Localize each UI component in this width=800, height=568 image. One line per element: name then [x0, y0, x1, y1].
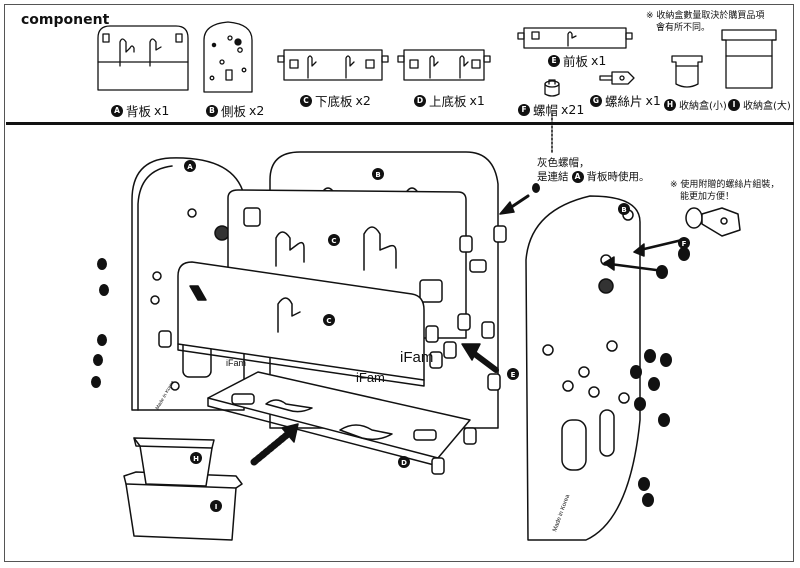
brand-text-front: iFam — [400, 349, 433, 366]
diagram-badges — [184, 160, 690, 512]
caption-lower-base: C 下底板 x2 — [300, 91, 371, 110]
brand-text-back: iFam — [356, 370, 385, 385]
caption-front-panel: E 前板 x1 — [548, 51, 606, 70]
caption-cap: F 螺帽 x21 — [518, 100, 584, 119]
storage-note-line1: ※ 收納盒數量取決於購買品項 — [646, 11, 765, 21]
diagram-label-c-bottom: D — [401, 459, 407, 467]
component-lower-base-illustration — [277, 49, 389, 81]
component-cap-illustration — [544, 79, 560, 97]
gray-cap-line1: 灰色螺帽， — [537, 157, 590, 169]
badge-a: A — [111, 104, 123, 117]
badge-f: F — [518, 103, 530, 116]
badge-c: C — [300, 94, 312, 107]
badge-h: H — [664, 98, 676, 111]
diagram-label-h: H — [193, 455, 199, 463]
white-pegs — [425, 225, 507, 475]
caption-side-panel: B 側板 x2 — [206, 101, 264, 120]
caption-qty: x2 — [249, 103, 265, 118]
screw-note-line2: 能更加方便！ — [680, 192, 735, 202]
caption-qty: x1 — [154, 103, 170, 118]
page-title: component — [21, 12, 110, 28]
component-back-panel-illustration — [97, 25, 189, 91]
front-panel — [177, 261, 425, 387]
diagram-label-f: F — [682, 240, 687, 248]
gray-cap-line3: 背板時使用。 — [586, 171, 650, 183]
gray-cap-note: 灰色螺帽， 是連結 A 背板時使用。 — [537, 156, 650, 184]
key-hardware — [551, 113, 741, 237]
caption-label: 背板 — [126, 104, 152, 119]
caption-label: 側板 — [221, 104, 247, 119]
diagram-label-b-left: A — [187, 163, 193, 171]
component-big-box-illustration — [721, 29, 777, 89]
component-front-panel-illustration — [517, 27, 633, 49]
badge-a-note: A — [571, 171, 584, 183]
caption-label: 收納盒(大) — [743, 101, 791, 112]
component-small-box-illustration — [671, 55, 703, 88]
diagram-label-a: B — [375, 171, 380, 179]
diagram-label-d: E — [511, 371, 516, 379]
screw-note-line1: ※ 使用附贈的螺絲片組裝， — [670, 180, 780, 190]
caption-key: G 螺絲片 x1 — [590, 91, 661, 110]
caption-qty: x1 — [645, 93, 661, 108]
diagram-label-e: C — [326, 317, 331, 325]
caption-upper-base: D 上底板 x1 — [414, 91, 485, 110]
storage-box-small — [133, 437, 215, 487]
caption-back-panel: A 背板 x1 — [111, 101, 169, 120]
brand-text-left: iFam — [226, 358, 246, 368]
diagram-label-c-upright: C — [331, 237, 336, 245]
caption-label: 上底板 — [429, 94, 467, 109]
caption-qty: x2 — [355, 93, 371, 108]
caption-qty: x1 — [591, 53, 607, 68]
badge-i: I — [728, 98, 740, 111]
caption-qty: x1 — [469, 93, 485, 108]
component-upper-base-illustration — [397, 49, 491, 81]
component-side-panel-illustration — [203, 21, 253, 93]
page-frame — [4, 4, 794, 562]
diagram-label-b-right: B — [621, 206, 626, 214]
caption-qty: x21 — [561, 102, 585, 117]
caption-label: 前板 — [563, 54, 589, 69]
storage-note-line2: 會有所不同。 — [656, 23, 711, 33]
caption-label: 螺絲片 — [605, 94, 643, 109]
section-divider — [6, 122, 794, 125]
storage-box-big — [123, 471, 243, 541]
screw-note: ※ 使用附贈的螺絲片組裝， 能更加方便！ — [670, 179, 796, 203]
caption-big-box: I 收納盒(大) — [728, 97, 791, 112]
assembly-arrows — [250, 194, 684, 466]
black-caps — [91, 183, 690, 507]
badge-e: E — [548, 54, 560, 67]
gray-cap-line2: 是連結 — [537, 171, 569, 183]
caption-label: 收納盒(小) — [679, 101, 727, 112]
storage-note: ※ 收納盒數量取決於購買品項 會有所不同。 — [646, 10, 796, 34]
diagram-label-i: I — [215, 503, 218, 511]
caption-small-box: H 收納盒(小) — [664, 97, 727, 112]
badge-b: B — [206, 104, 218, 117]
badge-g: G — [590, 94, 602, 107]
caption-label: 下底板 — [315, 94, 353, 109]
caption-label: 螺帽 — [533, 103, 559, 118]
badge-d: D — [414, 94, 426, 107]
side-panel-right — [525, 195, 641, 541]
component-key-illustration — [599, 71, 635, 85]
